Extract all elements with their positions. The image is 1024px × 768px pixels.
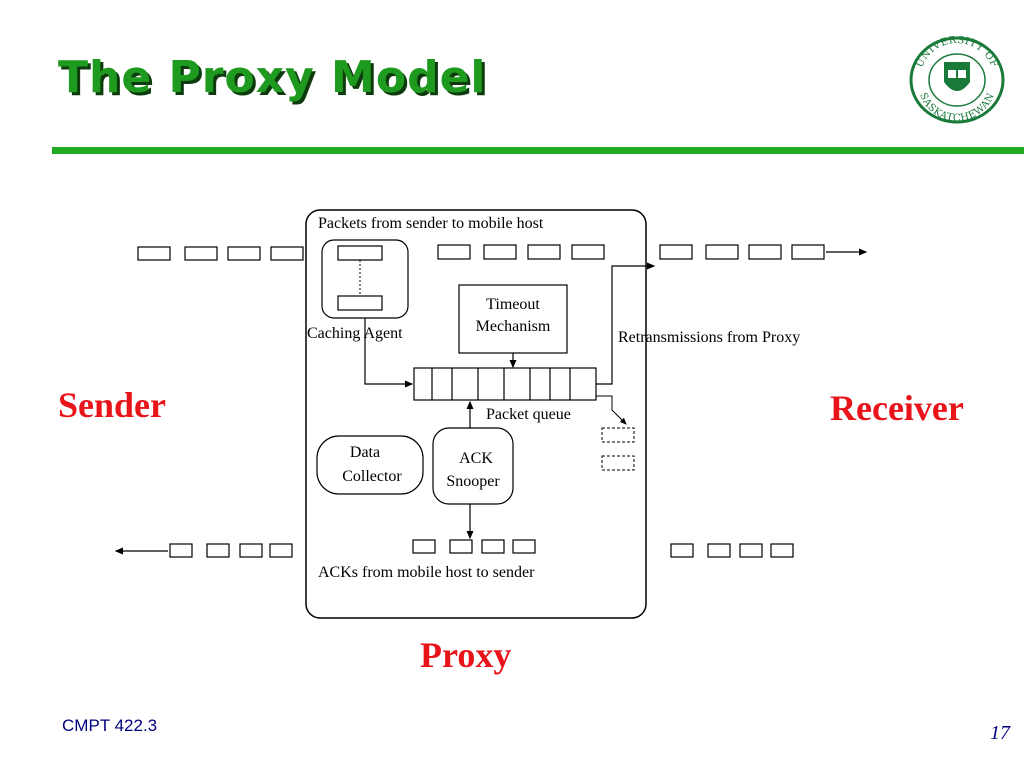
timeout-label-line2: Mechanism (476, 318, 551, 335)
receiver-ack-packets (670, 543, 794, 558)
page-number: 17 (990, 722, 1010, 744)
retransmission-arrow (596, 262, 656, 385)
cache-slot-top (337, 245, 383, 261)
proxy-forward-packets (437, 244, 605, 260)
course-code-footer: CMPT 422.3 (62, 716, 158, 735)
proxy-label: Proxy (420, 635, 512, 675)
sender-outgoing-packets (137, 246, 304, 261)
packet-queue-label: Packet queue (486, 406, 571, 423)
receiver-label: Receiver (830, 388, 964, 428)
receiver-incoming-packets (659, 244, 825, 260)
proxy-box (305, 209, 647, 619)
packets-from-sender-label: Packets from sender to mobile host (318, 215, 544, 232)
data-collector-box (316, 435, 424, 495)
acks-from-mobile-label: ACKs from mobile host to sender (318, 564, 535, 581)
data-collector-line2: Collector (342, 468, 402, 485)
sender-ack-packets (169, 543, 293, 558)
proxy-ack-packets (412, 539, 536, 554)
slide-title: The Proxy Model (58, 52, 487, 103)
university-seal-logo: UNIVERSITY OF SASKATCHEWAN (909, 36, 1005, 124)
dropped-packets (601, 427, 635, 471)
drop-arrow (596, 395, 627, 425)
sender-label: Sender (58, 385, 166, 425)
ack-snooper-box (432, 427, 514, 505)
retransmissions-label: Retransmissions from Proxy (618, 329, 800, 346)
ack-snooper-line1: ACK (459, 450, 493, 467)
cache-slot-bottom (337, 295, 383, 311)
caching-agent-box (321, 239, 409, 319)
caching-agent-label: Caching Agent (307, 325, 403, 342)
ack-snooper-line2: Snooper (446, 473, 500, 490)
packet-queue (413, 367, 597, 401)
title-underline-rule (52, 147, 1024, 154)
data-collector-line1: Data (350, 444, 380, 461)
timeout-label-line1: Timeout (486, 296, 540, 313)
cache-to-queue-arrow (364, 318, 414, 388)
